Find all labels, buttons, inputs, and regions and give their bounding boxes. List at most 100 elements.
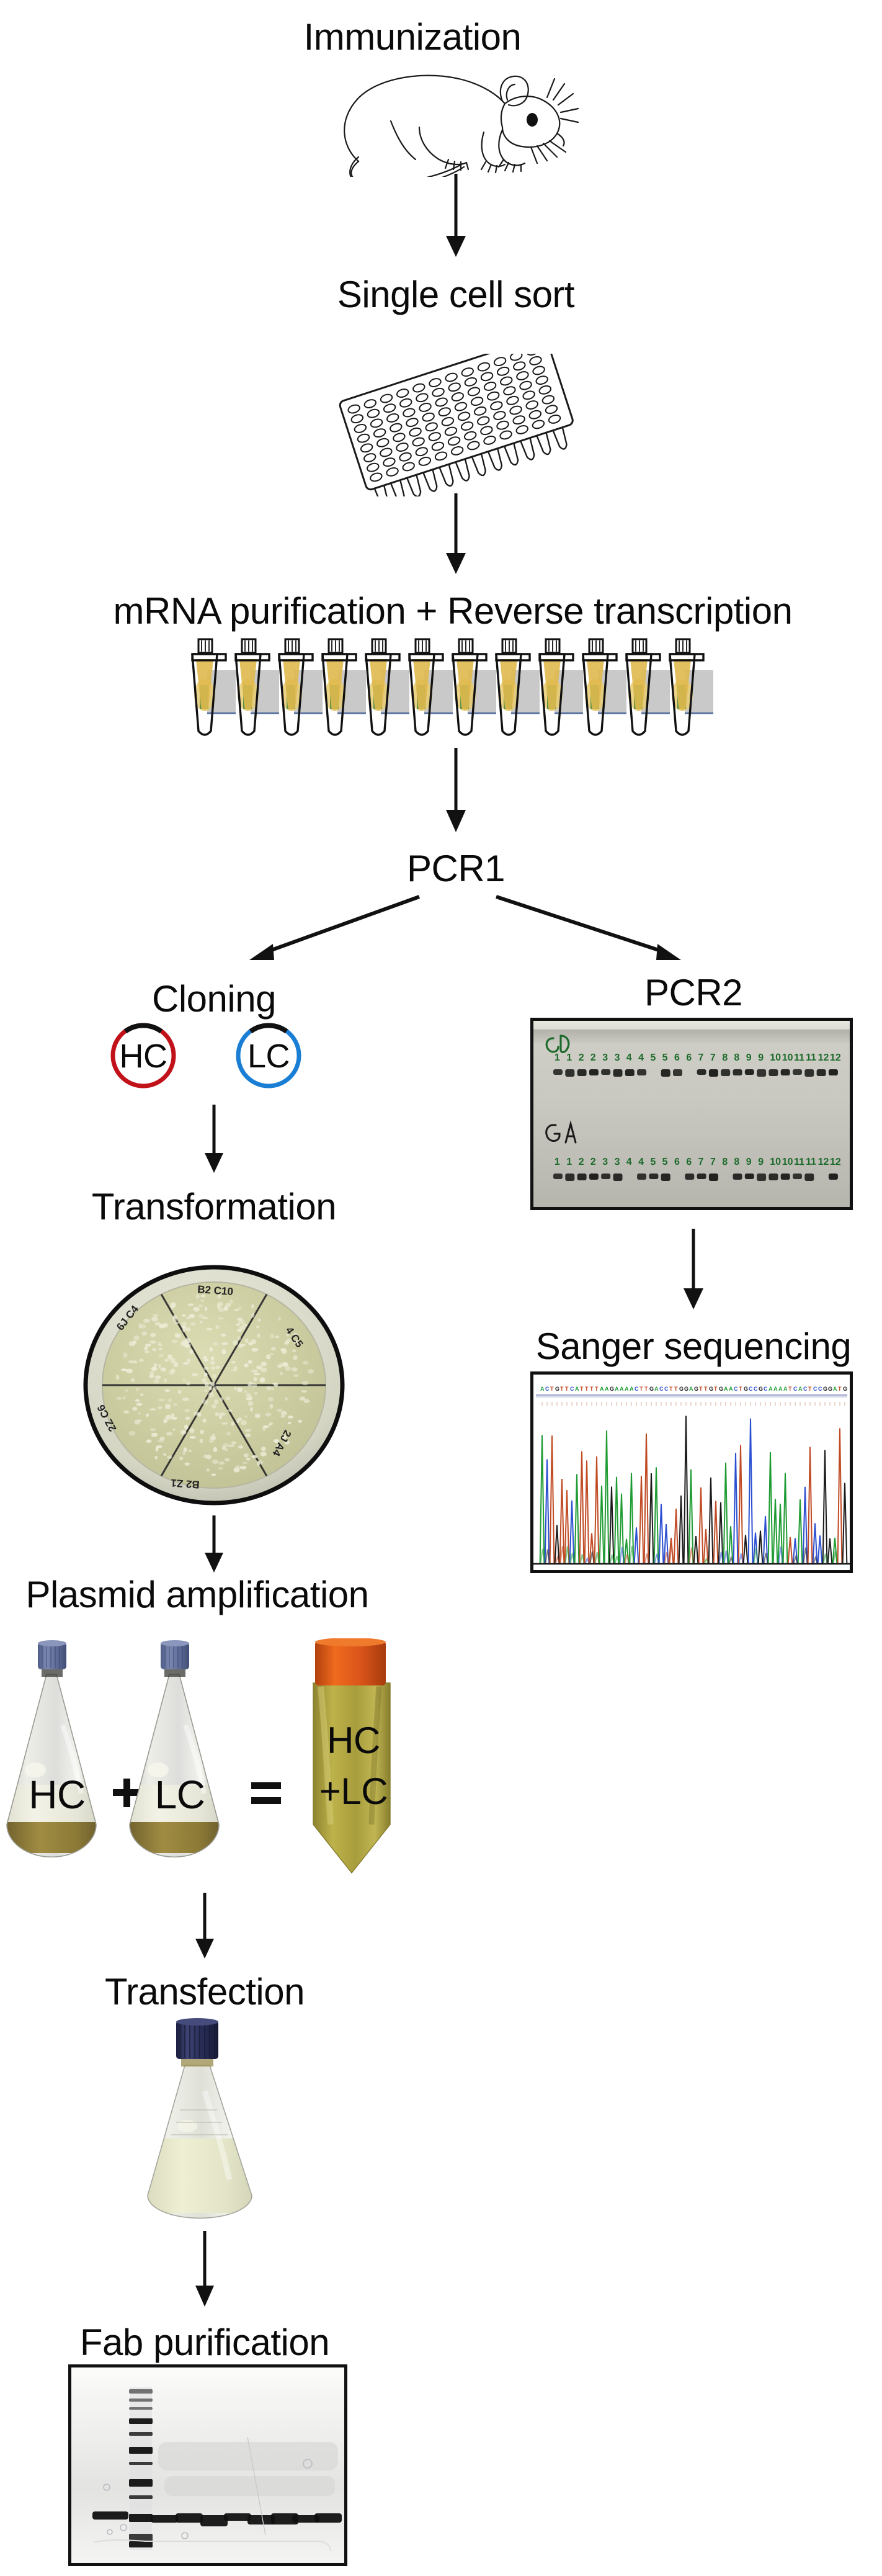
gel-lane-label: 10: [770, 1052, 781, 1063]
arrow-pcr2-to-sanger: [684, 1229, 703, 1309]
arrow-cloning-to-transformation: [205, 1105, 223, 1173]
ladder-band: [129, 2514, 153, 2522]
arrow-transformation-to-plasmid: [205, 1515, 223, 1573]
ladder-band: [129, 2541, 153, 2547]
hc-lc-tube: [313, 1638, 391, 1874]
chromatogram-peak: [569, 1500, 575, 1564]
basecall: G: [610, 1386, 614, 1392]
basecall: G: [555, 1386, 559, 1392]
basecall: A: [798, 1386, 803, 1392]
chromatogram-peak: [688, 1469, 694, 1564]
gel-lane-label: 11: [806, 1157, 816, 1167]
chromatogram-peak: [723, 1462, 729, 1564]
lc-plasmid-label: LC: [247, 1038, 290, 1075]
basecall: G: [823, 1386, 827, 1392]
chromatogram-peak: [658, 1504, 664, 1564]
ladder-band: [129, 2407, 153, 2410]
gel-lane-label: 6: [686, 1052, 692, 1063]
basecall: A: [773, 1386, 778, 1392]
chromatogram-peak: [638, 1476, 644, 1564]
arrow-transfection-to-fab: [195, 2231, 214, 2307]
gel-lane-label: 9: [758, 1157, 764, 1167]
chromatogram-peak: [757, 1530, 764, 1564]
gel-lane-label: 11: [806, 1052, 816, 1063]
basecall: A: [630, 1386, 634, 1392]
basecall: A: [783, 1386, 788, 1392]
basecall: G: [684, 1386, 688, 1392]
gel-lane-label: 8: [734, 1052, 739, 1063]
basecall: A: [654, 1386, 659, 1392]
basecall: C: [664, 1386, 669, 1392]
gel-lane-label: 6: [686, 1157, 692, 1167]
chromatogram-peak: [648, 1473, 654, 1564]
gel-lane-label: 3: [614, 1157, 620, 1167]
chromatogram-peak: [643, 1433, 649, 1564]
basecall: G: [828, 1386, 832, 1392]
hc-plasmid-label: HC: [119, 1038, 168, 1075]
gel-lane-label: 1: [566, 1157, 572, 1167]
gel-lane-label: 4: [626, 1157, 632, 1167]
basecall: C: [659, 1386, 664, 1392]
gel-lane-label: 12: [818, 1052, 829, 1063]
plus-operator: [113, 1779, 141, 1807]
chromatogram-peak: [713, 1501, 719, 1564]
basecall: A: [620, 1386, 624, 1392]
gel-lane-label: 4: [638, 1157, 644, 1167]
lc-flask: [129, 1640, 220, 1858]
chromatogram-peak: [574, 1474, 580, 1564]
basecall: T: [560, 1386, 564, 1392]
gel-band: [200, 2515, 228, 2526]
basecall: A: [768, 1386, 773, 1392]
hc-lc-tube-label-line2: +LC: [319, 1770, 388, 1812]
gel-lane-label: 1: [555, 1052, 560, 1063]
basecall: T: [590, 1386, 594, 1392]
basecall: A: [833, 1386, 837, 1392]
basecall: A: [615, 1386, 619, 1392]
chromatogram-peak: [703, 1528, 709, 1564]
basecall: C: [570, 1386, 574, 1392]
basecall: G: [709, 1386, 713, 1392]
chromatogram-peak: [728, 1526, 734, 1564]
basecall: A: [575, 1386, 579, 1392]
basecall: G: [719, 1386, 723, 1392]
gel-lane-label: 11: [794, 1157, 804, 1167]
gel-lane-label: 11: [794, 1052, 804, 1063]
gel-lane-label: 7: [710, 1157, 716, 1167]
chromatogram-peak: [633, 1527, 639, 1564]
basecall: C: [545, 1386, 550, 1392]
ladder-band: [129, 2534, 153, 2541]
hc-lc-tube-label-line1: HC: [327, 1720, 380, 1761]
gel-lane-label: 8: [734, 1157, 739, 1167]
chromatogram-peak: [608, 1486, 615, 1564]
step-label-mrna-purification: mRNA purification + Reverse transcriptio…: [113, 590, 793, 632]
chromatogram-peak: [698, 1487, 704, 1564]
gel-lane-label: 4: [638, 1052, 644, 1063]
basecall: T: [714, 1386, 718, 1392]
chromatogram-peak: [554, 1525, 560, 1564]
chromatogram-peak: [742, 1535, 749, 1564]
chromatogram-peak: [623, 1538, 630, 1564]
chromatogram-peak: [772, 1499, 778, 1564]
agar-plate: B2 C10 6J C4 2Z C6 B2 Z1 2J A4 4 C5: [83, 1265, 345, 1506]
ladder-band: [129, 2447, 153, 2454]
step-label-pcr2: PCR2: [644, 972, 743, 1013]
gel-lane-label: 8: [722, 1157, 728, 1167]
chromatogram-peak: [544, 1459, 550, 1564]
basecall: T: [808, 1386, 812, 1392]
chromatogram-peak: [613, 1476, 620, 1564]
gel-lane-label: 3: [602, 1052, 608, 1063]
basecall: G: [694, 1386, 698, 1392]
gel-lane-label: 2: [590, 1157, 596, 1167]
gel-lane-label: 3: [614, 1052, 620, 1063]
hc-flask-label: HC: [29, 1772, 86, 1817]
basecall: T: [674, 1386, 678, 1392]
chromatogram-peak: [807, 1447, 813, 1564]
basecall: G: [843, 1386, 847, 1392]
step-label-immunization: Immunization: [303, 16, 522, 58]
basecall: T: [739, 1386, 742, 1392]
arrow-pcr1-to-pcr2: [496, 895, 681, 960]
gel-lane-label: 6: [674, 1157, 680, 1167]
chromatogram-peak: [564, 1490, 570, 1564]
